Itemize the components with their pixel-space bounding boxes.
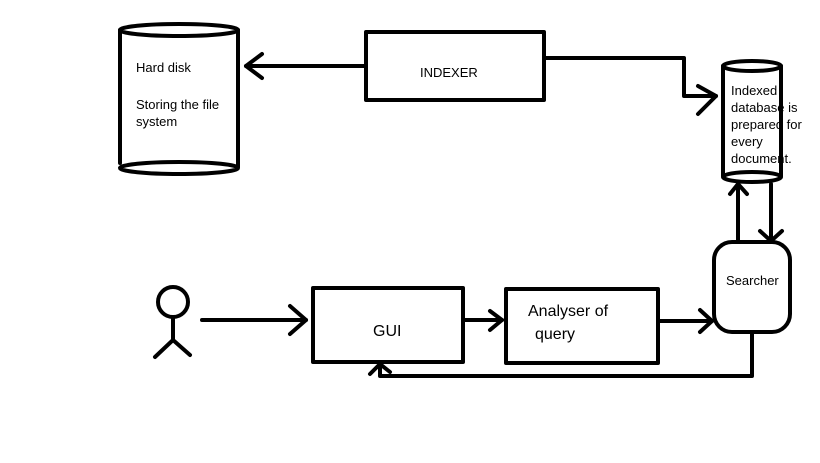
analyser-line2: query [535, 326, 576, 343]
gui-label: GUI [373, 323, 402, 340]
indexer-label: INDEXER [420, 65, 478, 80]
arrow-analyser-to-searcher [656, 308, 714, 334]
hard-disk-desc-line1: Storing the file [136, 97, 220, 112]
indexed-db-line1: Indexed [731, 83, 778, 98]
arrow-user-to-gui [200, 304, 308, 336]
gui-box [311, 286, 465, 364]
analyser-box [504, 287, 660, 365]
searcher-label: Searcher [726, 273, 779, 288]
indexed-db-cylinder [721, 59, 783, 184]
indexed-db-line4: every [731, 134, 763, 149]
indexed-db-line2: database is [731, 100, 798, 115]
indexed-db-line5: document. [731, 151, 792, 166]
hard-disk-title: Hard disk [136, 60, 191, 75]
arrow-indexed-db-to-searcher [758, 182, 784, 243]
analyser-line1: Analyser of [528, 303, 609, 320]
arrow-gui-to-analyser [461, 309, 504, 332]
arrow-searcher-to-indexed-db [728, 182, 749, 243]
indexed-db-line3: prepared for [731, 117, 802, 132]
arrow-searcher-to-gui [368, 330, 754, 378]
stick-figure-user-icon [153, 285, 192, 359]
arrow-indexer-to-hard-disk [244, 52, 368, 80]
hard-disk-cylinder [118, 22, 240, 176]
hard-disk-desc-line2: system [136, 114, 178, 129]
arrow-indexer-to-indexed-db [542, 56, 718, 116]
